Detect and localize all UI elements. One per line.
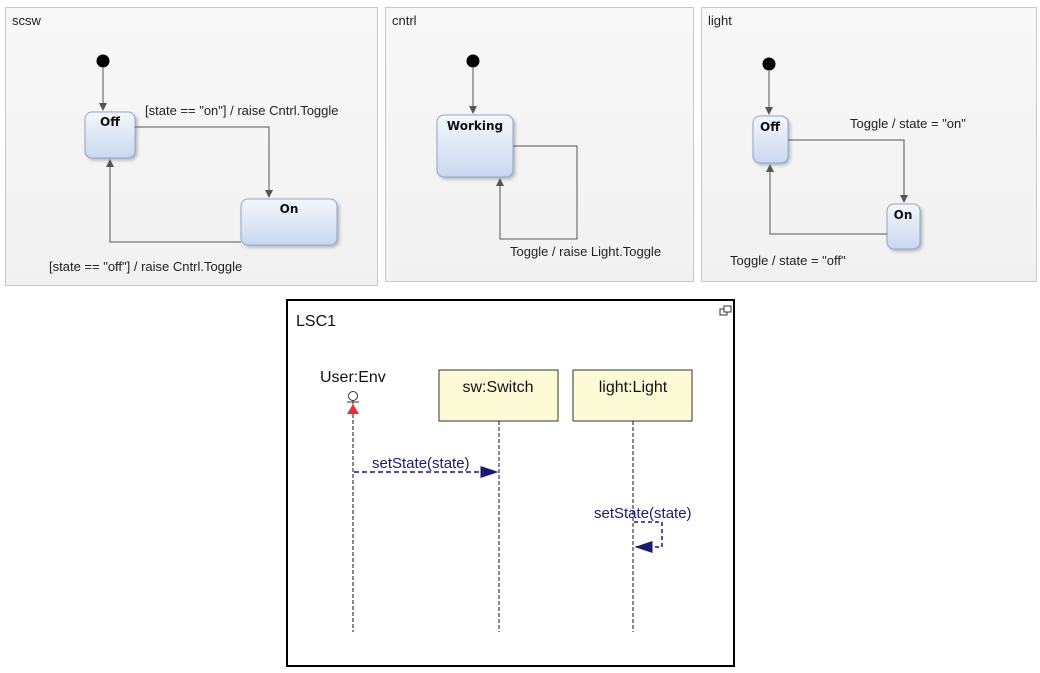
message-light-self[interactable]: [634, 521, 663, 553]
initial-state-icon: [96, 54, 110, 68]
restore-window-icon[interactable]: [719, 305, 732, 316]
transition-off-to-on-scsw[interactable]: [135, 126, 273, 198]
lsc-title: LSC1: [296, 313, 336, 330]
initial-state-icon: [466, 54, 480, 68]
lifeline-label-env: User:Env: [320, 369, 386, 386]
lifeline-box-switch[interactable]: sw:Switch: [438, 369, 559, 422]
message-label: setState(state): [594, 505, 692, 522]
state-working-cntrl[interactable]: Working: [436, 114, 514, 178]
transition-off-to-on-light[interactable]: [788, 139, 908, 203]
lifeline-label-switch: sw:Switch: [462, 379, 533, 396]
lsc-frame: [286, 299, 735, 667]
panel-title-cntrl: cntrl: [392, 13, 417, 28]
state-label: On: [280, 202, 299, 216]
state-off-light[interactable]: Off: [752, 115, 789, 164]
actor-icon: [347, 391, 359, 414]
message-label: setState(state): [372, 455, 470, 472]
state-label: On: [894, 208, 913, 222]
panel-title-light: light: [708, 13, 732, 28]
state-off-scsw[interactable]: Off: [84, 111, 136, 159]
transition-label: Toggle / state = "on": [850, 116, 966, 131]
transition-label: [state == "off"] / raise Cntrl.Toggle: [49, 259, 242, 274]
state-label: Off: [760, 120, 780, 134]
state-on-scsw[interactable]: On: [240, 198, 338, 246]
state-label: Working: [447, 119, 503, 133]
transition-label: Toggle / state = "off": [730, 253, 846, 268]
transition-label: Toggle / raise Light.Toggle: [510, 244, 661, 259]
panel-title-scsw: scsw: [12, 13, 41, 28]
statechart-panel-scsw: scsw: [5, 7, 378, 286]
lifeline-label-light: light:Light: [599, 379, 668, 396]
state-label: Off: [100, 115, 120, 129]
transition-on-to-off-scsw[interactable]: [106, 159, 241, 243]
transition-self-loop-cntrl[interactable]: [496, 145, 578, 240]
state-on-light[interactable]: On: [886, 203, 921, 250]
transition-on-to-off-light[interactable]: [766, 164, 887, 235]
initial-state-icon: [762, 57, 776, 71]
transition-label: [state == "on"] / raise Cntrl.Toggle: [145, 103, 339, 118]
lifeline-box-light[interactable]: light:Light: [572, 369, 693, 422]
